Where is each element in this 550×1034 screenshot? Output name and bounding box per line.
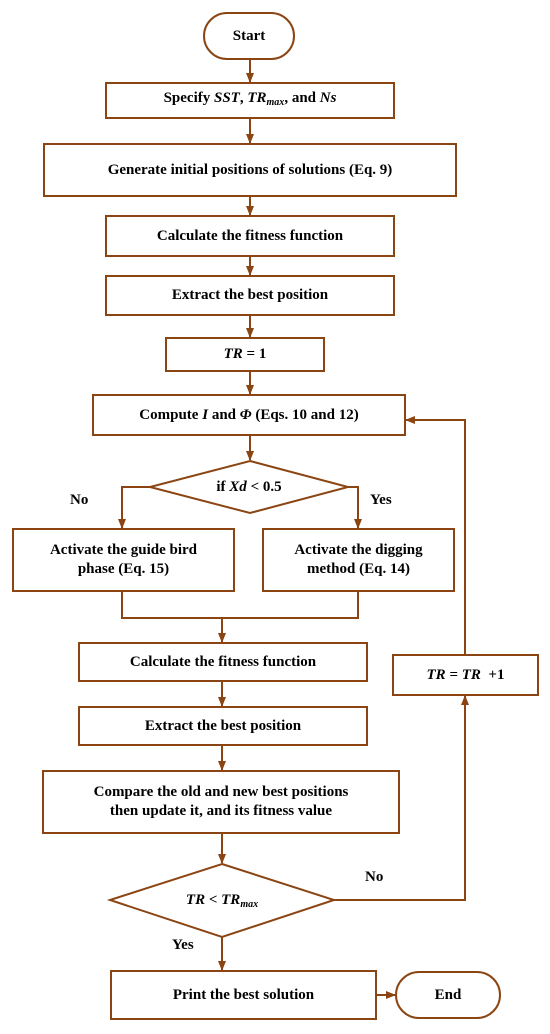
tr-increment-text: TR = TR +1 <box>426 666 505 683</box>
arrow-decision1-yes <box>348 486 362 529</box>
tr-increment-box: TR = TR +1 <box>392 654 539 696</box>
calculate-fitness-box-2: Calculate the fitness function <box>78 642 368 682</box>
compute-box: Compute I and Φ (Eqs. 10 and 12) <box>92 394 406 436</box>
end-terminal: End <box>395 971 501 1019</box>
extract-best-text-1: Extract the best position <box>171 287 329 303</box>
decision-xd-yes-label: Yes <box>370 492 392 508</box>
decision-tr-text: TR < TRmax <box>185 891 259 910</box>
merge-connector <box>121 592 359 619</box>
tr-init-box: TR = 1 <box>165 337 325 372</box>
tr-init-text: TR = 1 <box>223 346 267 362</box>
decision-diamond-xd <box>146 459 352 515</box>
start-terminal: Start <box>203 12 295 60</box>
decision-diamond-tr <box>106 862 338 939</box>
calculate-fitness-text-1: Calculate the fitness function <box>156 227 344 244</box>
decision-tr-yes-label: Yes <box>172 937 194 953</box>
calculate-fitness-text-2: Calculate the fitness function <box>129 653 317 670</box>
end-label: End <box>434 986 462 1003</box>
decision-xd-text: if Xd < 0.5 <box>216 478 282 495</box>
generate-text: Generate initial positions of solutions … <box>107 161 393 178</box>
arrow-decision1-no <box>118 486 150 529</box>
print-solution-text: Print the best solution <box>172 986 315 1003</box>
specify-parameters-box: Specify SST, TRmax, and Ns <box>105 82 395 119</box>
extract-best-box-2: Extract the best position <box>78 706 368 746</box>
arrow-tr-increment-to-compute <box>405 416 466 654</box>
decision-tr-no-label: No <box>365 869 384 885</box>
compute-text: Compute I and Φ (Eqs. 10 and 12) <box>139 406 359 423</box>
specify-text: Specify SST, TRmax, and Ns <box>163 90 337 108</box>
extract-best-text-2: Extract the best position <box>144 717 302 734</box>
extract-best-box-1: Extract the best position <box>105 275 395 316</box>
print-solution-box: Print the best solution <box>110 970 377 1020</box>
arrow-decision2-no <box>334 695 469 901</box>
start-label: Start <box>232 27 266 44</box>
decision-xd-no-label: No <box>70 492 89 508</box>
generate-positions-box: Generate initial positions of solutions … <box>43 143 457 197</box>
calculate-fitness-box-1: Calculate the fitness function <box>105 215 395 257</box>
